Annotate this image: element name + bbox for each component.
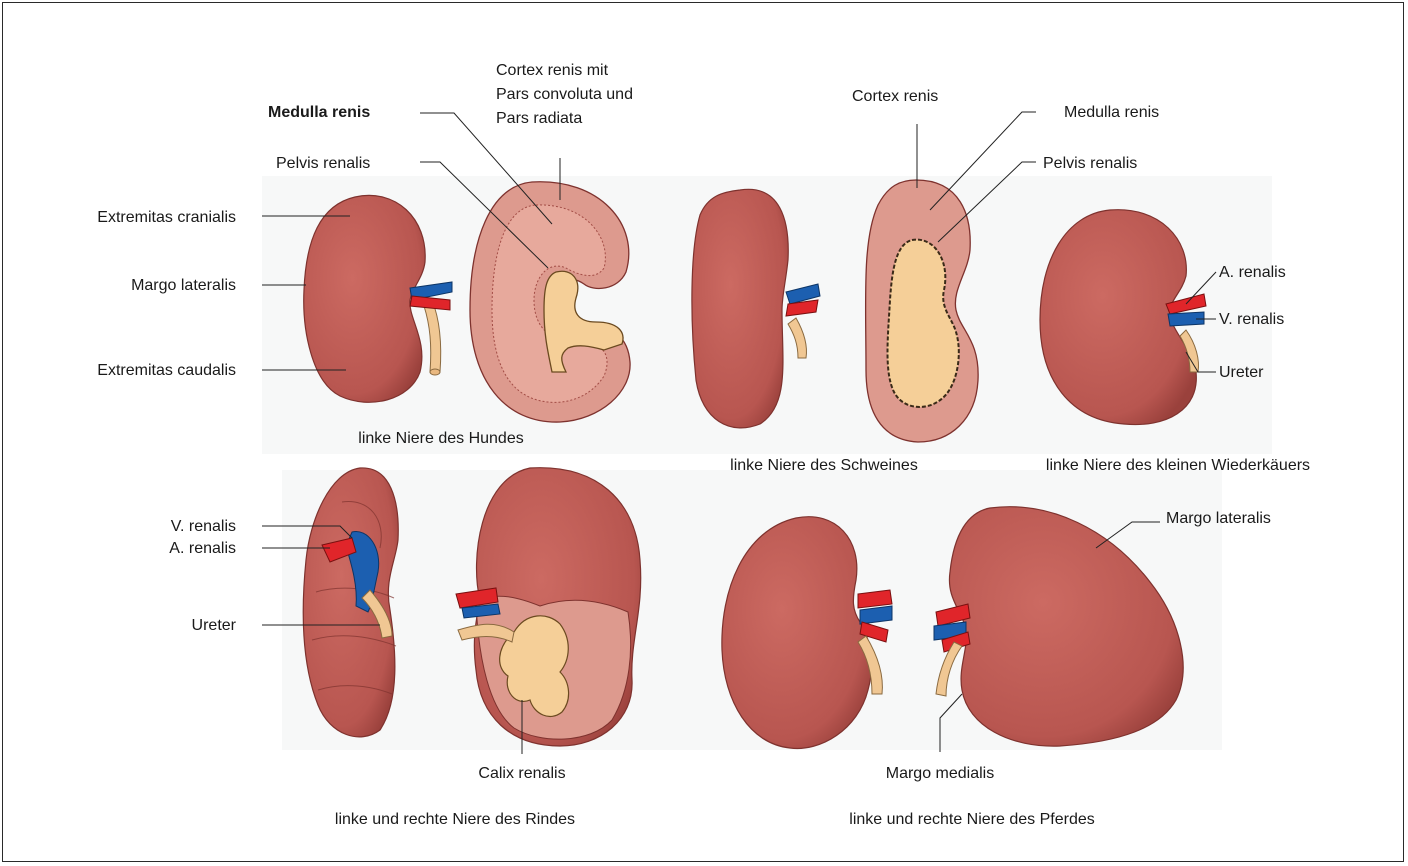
label-margo-lateralis-horse: Margo lateralis xyxy=(1166,510,1271,527)
label-ureter-sheep: Ureter xyxy=(1219,364,1264,381)
label-extremitas-caudalis: Extremitas caudalis xyxy=(97,362,236,379)
caption-pig: linke Niere des Schweines xyxy=(730,457,918,474)
label-cortex-renis-dog: Cortex renis mit xyxy=(496,62,609,79)
label-margo-lateralis-dog: Margo lateralis xyxy=(131,277,236,294)
caption-sheep: linke Niere des kleinen Wiederkäuers xyxy=(1046,457,1310,474)
label-v-renalis-sheep: V. renalis xyxy=(1219,311,1284,328)
label-pelvis-renalis-pig: Pelvis renalis xyxy=(1043,155,1137,172)
label-ureter-cow: Ureter xyxy=(192,617,237,634)
label-margo-medialis: Margo medialis xyxy=(886,765,994,782)
label-pelvis-renalis-dog: Pelvis renalis xyxy=(276,155,370,172)
caption-dog: linke Niere des Hundes xyxy=(358,430,523,447)
label-a-renalis-cow: A. renalis xyxy=(169,540,236,557)
label-medulla-renis-dog: Medulla renis xyxy=(268,104,370,121)
label-medulla-renis-pig: Medulla renis xyxy=(1064,104,1159,121)
label-v-renalis-cow: V. renalis xyxy=(171,518,236,535)
caption-horse: linke und rechte Niere des Pferdes xyxy=(849,811,1094,828)
label-pars-radiata: Pars radiata xyxy=(496,110,582,127)
label-calix-renalis: Calix renalis xyxy=(478,765,565,782)
label-pars-convoluta: Pars convoluta und xyxy=(496,86,633,103)
label-a-renalis-sheep: A. renalis xyxy=(1219,264,1286,281)
label-extremitas-cranialis: Extremitas cranialis xyxy=(97,209,236,226)
label-cortex-renis-pig: Cortex renis xyxy=(852,88,938,105)
caption-cow: linke und rechte Niere des Rindes xyxy=(335,811,575,828)
